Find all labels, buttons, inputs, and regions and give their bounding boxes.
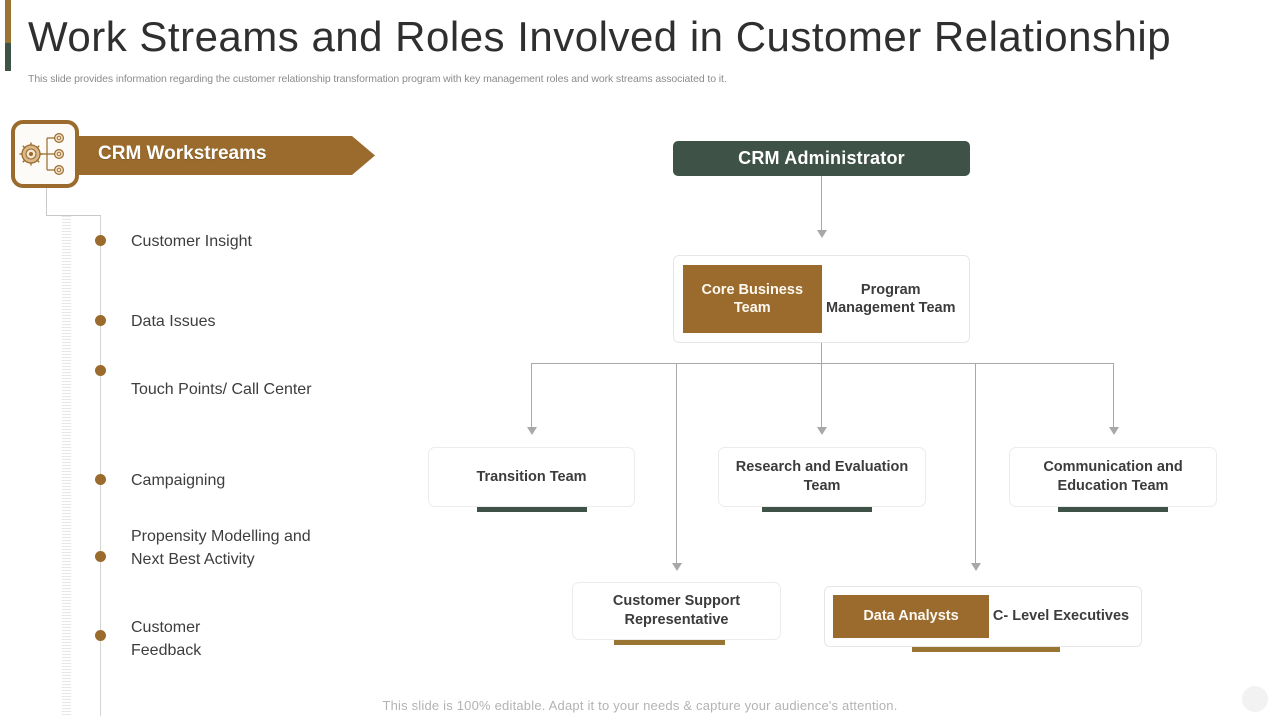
- org-node-crm-administrator[interactable]: CRM Administrator: [673, 141, 970, 176]
- org-node-main-split: Core Business Team Program Management Te…: [673, 255, 970, 343]
- underbar-customer-support-representative: [614, 640, 725, 645]
- workstreams-connector-elbow: [46, 215, 101, 216]
- workstreams-rail: [100, 216, 101, 716]
- page-title: Work Streams and Roles Involved in Custo…: [28, 13, 1172, 60]
- workstream-item-0[interactable]: Customer Insight: [131, 233, 252, 250]
- org-node-research-evaluation-team[interactable]: Research and Evaluation Team: [718, 447, 926, 507]
- org-cell-data-analysts[interactable]: Data Analysts: [833, 595, 989, 638]
- connector-horizontal-bus: [531, 363, 1114, 364]
- connector-admin-to-main: [821, 176, 822, 232]
- workstream-item-1[interactable]: Data Issues: [131, 313, 216, 330]
- connector-bus-to-research: [821, 363, 822, 429]
- connector-bus-to-transition: [531, 363, 532, 429]
- workstream-bullet: [95, 474, 106, 485]
- underbar-transition-team: [477, 507, 587, 512]
- workstreams-hatch-band: [62, 216, 71, 716]
- connector-bus-to-customer-support: [676, 363, 677, 565]
- crm-workstreams-banner-label: CRM Workstreams: [98, 143, 267, 164]
- arrowhead-icon: [971, 563, 981, 571]
- connector-bus-to-data-analysts: [975, 363, 976, 565]
- underbar-communication-education-team: [1058, 507, 1168, 512]
- org-cell-core-business-team[interactable]: Core Business Team: [683, 265, 822, 333]
- accent-bar-green: [5, 43, 11, 71]
- org-node-transition-team[interactable]: Transition Team: [428, 447, 635, 507]
- workstream-bullet: [95, 630, 106, 641]
- page-subtitle: This slide provides information regardin…: [28, 73, 727, 85]
- network-hub-gear-icon: [15, 124, 75, 184]
- org-node-analysts-split: Data Analysts C- Level Executives: [824, 586, 1142, 647]
- org-node-customer-support-representative[interactable]: Customer Support Representative: [572, 582, 781, 640]
- workstream-bullet: [95, 551, 106, 562]
- underbar-research-evaluation-team: [762, 507, 872, 512]
- footer-note: This slide is 100% editable. Adapt it to…: [382, 698, 898, 713]
- org-cell-program-management-team[interactable]: Program Management Team: [821, 265, 960, 333]
- workstreams-connector-stem: [46, 188, 47, 216]
- arrowhead-icon: [527, 427, 537, 435]
- corner-dot-decoration: [1242, 686, 1268, 712]
- workstream-bullet: [95, 365, 106, 376]
- workstream-item-2[interactable]: Touch Points/ Call Center: [131, 381, 312, 398]
- arrowhead-icon: [817, 230, 827, 238]
- underbar-analysts-split: [912, 647, 1060, 652]
- connector-main-drop: [821, 343, 822, 364]
- workstream-item-5[interactable]: Customer Feedback: [131, 619, 202, 659]
- workstream-item-4[interactable]: Propensity Modelling and Next Best Activ…: [131, 528, 311, 568]
- workstream-item-3[interactable]: Campaigning: [131, 472, 226, 489]
- workstream-bullet: [95, 235, 106, 246]
- accent-bar-gold: [5, 0, 11, 43]
- arrowhead-icon: [817, 427, 827, 435]
- arrowhead-icon: [1109, 427, 1119, 435]
- arrowhead-icon: [672, 563, 682, 571]
- connector-bus-to-communication: [1113, 363, 1114, 429]
- org-node-communication-education-team[interactable]: Communication and Education Team: [1009, 447, 1217, 507]
- workstream-bullet: [95, 315, 106, 326]
- org-cell-c-level-executives[interactable]: C- Level Executives: [989, 595, 1133, 638]
- crm-workstreams-banner: [60, 136, 375, 175]
- crm-workstreams-icon-box: [11, 120, 79, 188]
